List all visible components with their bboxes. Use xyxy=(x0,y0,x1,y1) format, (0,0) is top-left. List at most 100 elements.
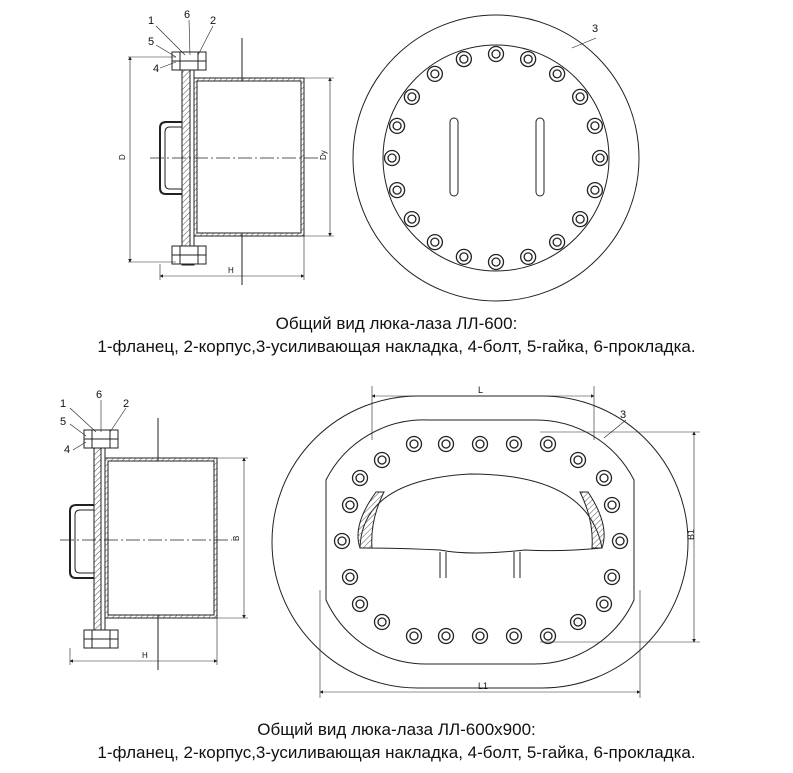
slot-left xyxy=(449,117,459,197)
dim-B-label: B xyxy=(232,536,241,541)
caption-1-legend: 1-фланец, 2-корпус,3-усиливающая накладк… xyxy=(97,337,696,356)
bolt-hole-inner xyxy=(552,69,562,79)
bolt-hole-inner xyxy=(387,153,397,163)
bolt-hole xyxy=(388,117,406,135)
bolt-hole xyxy=(341,568,359,586)
bolt-hole-inner xyxy=(491,257,501,267)
bolt-hole-inner xyxy=(430,69,440,79)
callout-6-b: 6 xyxy=(96,389,102,401)
bolt-hole xyxy=(603,496,621,514)
manhole-600x900-front-view xyxy=(271,386,700,698)
bolt-hole-inner xyxy=(523,54,533,64)
bolt-hole-inner xyxy=(459,54,469,64)
bolt-hole-inner xyxy=(590,121,600,131)
bolt-hole-inner xyxy=(409,631,419,641)
bolt-hole-inner xyxy=(543,631,553,641)
bolt-hole xyxy=(548,233,566,251)
bolt-hole-inner xyxy=(543,439,553,449)
bolt-hole-inner xyxy=(441,631,451,641)
bolt-hole-inner xyxy=(552,237,562,247)
bolt-hole-inner xyxy=(337,536,347,546)
bolt-hole xyxy=(383,149,401,167)
bolt-hole-inner xyxy=(573,617,583,627)
manhole-600x900-side-view xyxy=(60,400,248,670)
bolt-hole xyxy=(351,469,369,487)
dim-H-label-b: H xyxy=(142,651,148,660)
bolt-hole xyxy=(539,627,557,645)
flange-part xyxy=(181,54,191,266)
bolt-hole-inner xyxy=(441,439,451,449)
bolt-hole-inner xyxy=(509,439,519,449)
bolt-hole xyxy=(455,248,473,266)
bolt-hole-inner xyxy=(575,214,585,224)
bolt-hole-inner xyxy=(392,121,402,131)
bolt-hole xyxy=(455,50,473,68)
bolt-hole-inner xyxy=(475,631,485,641)
bolt-hole xyxy=(388,181,406,199)
bolt-hole xyxy=(487,45,505,63)
cover-dome xyxy=(359,473,603,554)
bolt-hole xyxy=(333,532,351,550)
dim-D-label: D xyxy=(118,154,127,160)
bolt-hole xyxy=(591,149,609,167)
caption-2-legend: 1-фланец, 2-корпус,3-усиливающая накладк… xyxy=(97,743,696,762)
callout-1: 1 xyxy=(148,15,154,27)
bolt-hole xyxy=(611,532,629,550)
dim-H-label: H xyxy=(228,266,234,275)
bolt-hole-inner xyxy=(407,92,417,102)
bolt-hole xyxy=(426,233,444,251)
bolt-hole xyxy=(471,627,489,645)
bolt-hole xyxy=(471,435,489,453)
bolt-hole xyxy=(403,210,421,228)
manhole-600x900-side-labels: 1 6 2 5 4 B H xyxy=(60,389,241,660)
bolt-hole xyxy=(373,451,391,469)
bolt-hole xyxy=(595,469,613,487)
bolt-hole-inner xyxy=(377,617,387,627)
bolt-hole-inner xyxy=(491,49,501,59)
bolt-hole-inner xyxy=(599,473,609,483)
bolt-hole xyxy=(595,595,613,613)
bolt-hole xyxy=(351,595,369,613)
bolt-hole-inner xyxy=(430,237,440,247)
bolt-hole-inner xyxy=(355,599,365,609)
bolt-hole-inner xyxy=(615,536,625,546)
bolt-hole-inner xyxy=(475,439,485,449)
bolt-hole xyxy=(586,117,604,135)
callout-3-b: 3 xyxy=(620,409,626,421)
bolt-hole-inner xyxy=(377,455,387,465)
slot-right xyxy=(535,117,545,197)
bolt-hole xyxy=(505,435,523,453)
bolt-hole-inner xyxy=(607,500,617,510)
bolt-hole-inner xyxy=(509,631,519,641)
callout-4-b: 4 xyxy=(64,444,70,456)
bolt-hole xyxy=(437,627,455,645)
bolt-hole xyxy=(519,248,537,266)
bolt-hole-inner xyxy=(459,252,469,262)
callout-5-b: 5 xyxy=(60,416,66,428)
reinforcing-plate xyxy=(352,14,640,302)
callout-1-b: 1 xyxy=(60,398,66,410)
callout-3: 3 xyxy=(592,23,598,35)
bolt-hole-inner xyxy=(345,572,355,582)
bolt-ring xyxy=(333,435,629,645)
bolt-hole-inner xyxy=(407,214,417,224)
flange-outline xyxy=(382,44,610,272)
bolt-hole-inner xyxy=(599,599,609,609)
bolt-hole-inner xyxy=(345,500,355,510)
bolt-hole xyxy=(437,435,455,453)
gasket-part xyxy=(189,54,195,266)
callout-2-b: 2 xyxy=(123,398,129,410)
bolt-hole-inner xyxy=(355,473,365,483)
bolt-circle xyxy=(383,45,609,271)
bolt-hole xyxy=(603,568,621,586)
callout-5: 5 xyxy=(148,36,154,48)
bolt-hole-inner xyxy=(392,185,402,195)
bolt-hole xyxy=(505,627,523,645)
manhole-600-side-labels: 1 6 2 5 4 D Dy H xyxy=(118,9,328,275)
callout-4: 4 xyxy=(153,63,159,75)
bolt-hole xyxy=(569,451,587,469)
callout-6: 6 xyxy=(184,9,190,21)
bolt-hole-inner xyxy=(590,185,600,195)
dim-B1-label: B1 xyxy=(686,529,696,540)
reinforcing-plate-2 xyxy=(271,395,689,689)
